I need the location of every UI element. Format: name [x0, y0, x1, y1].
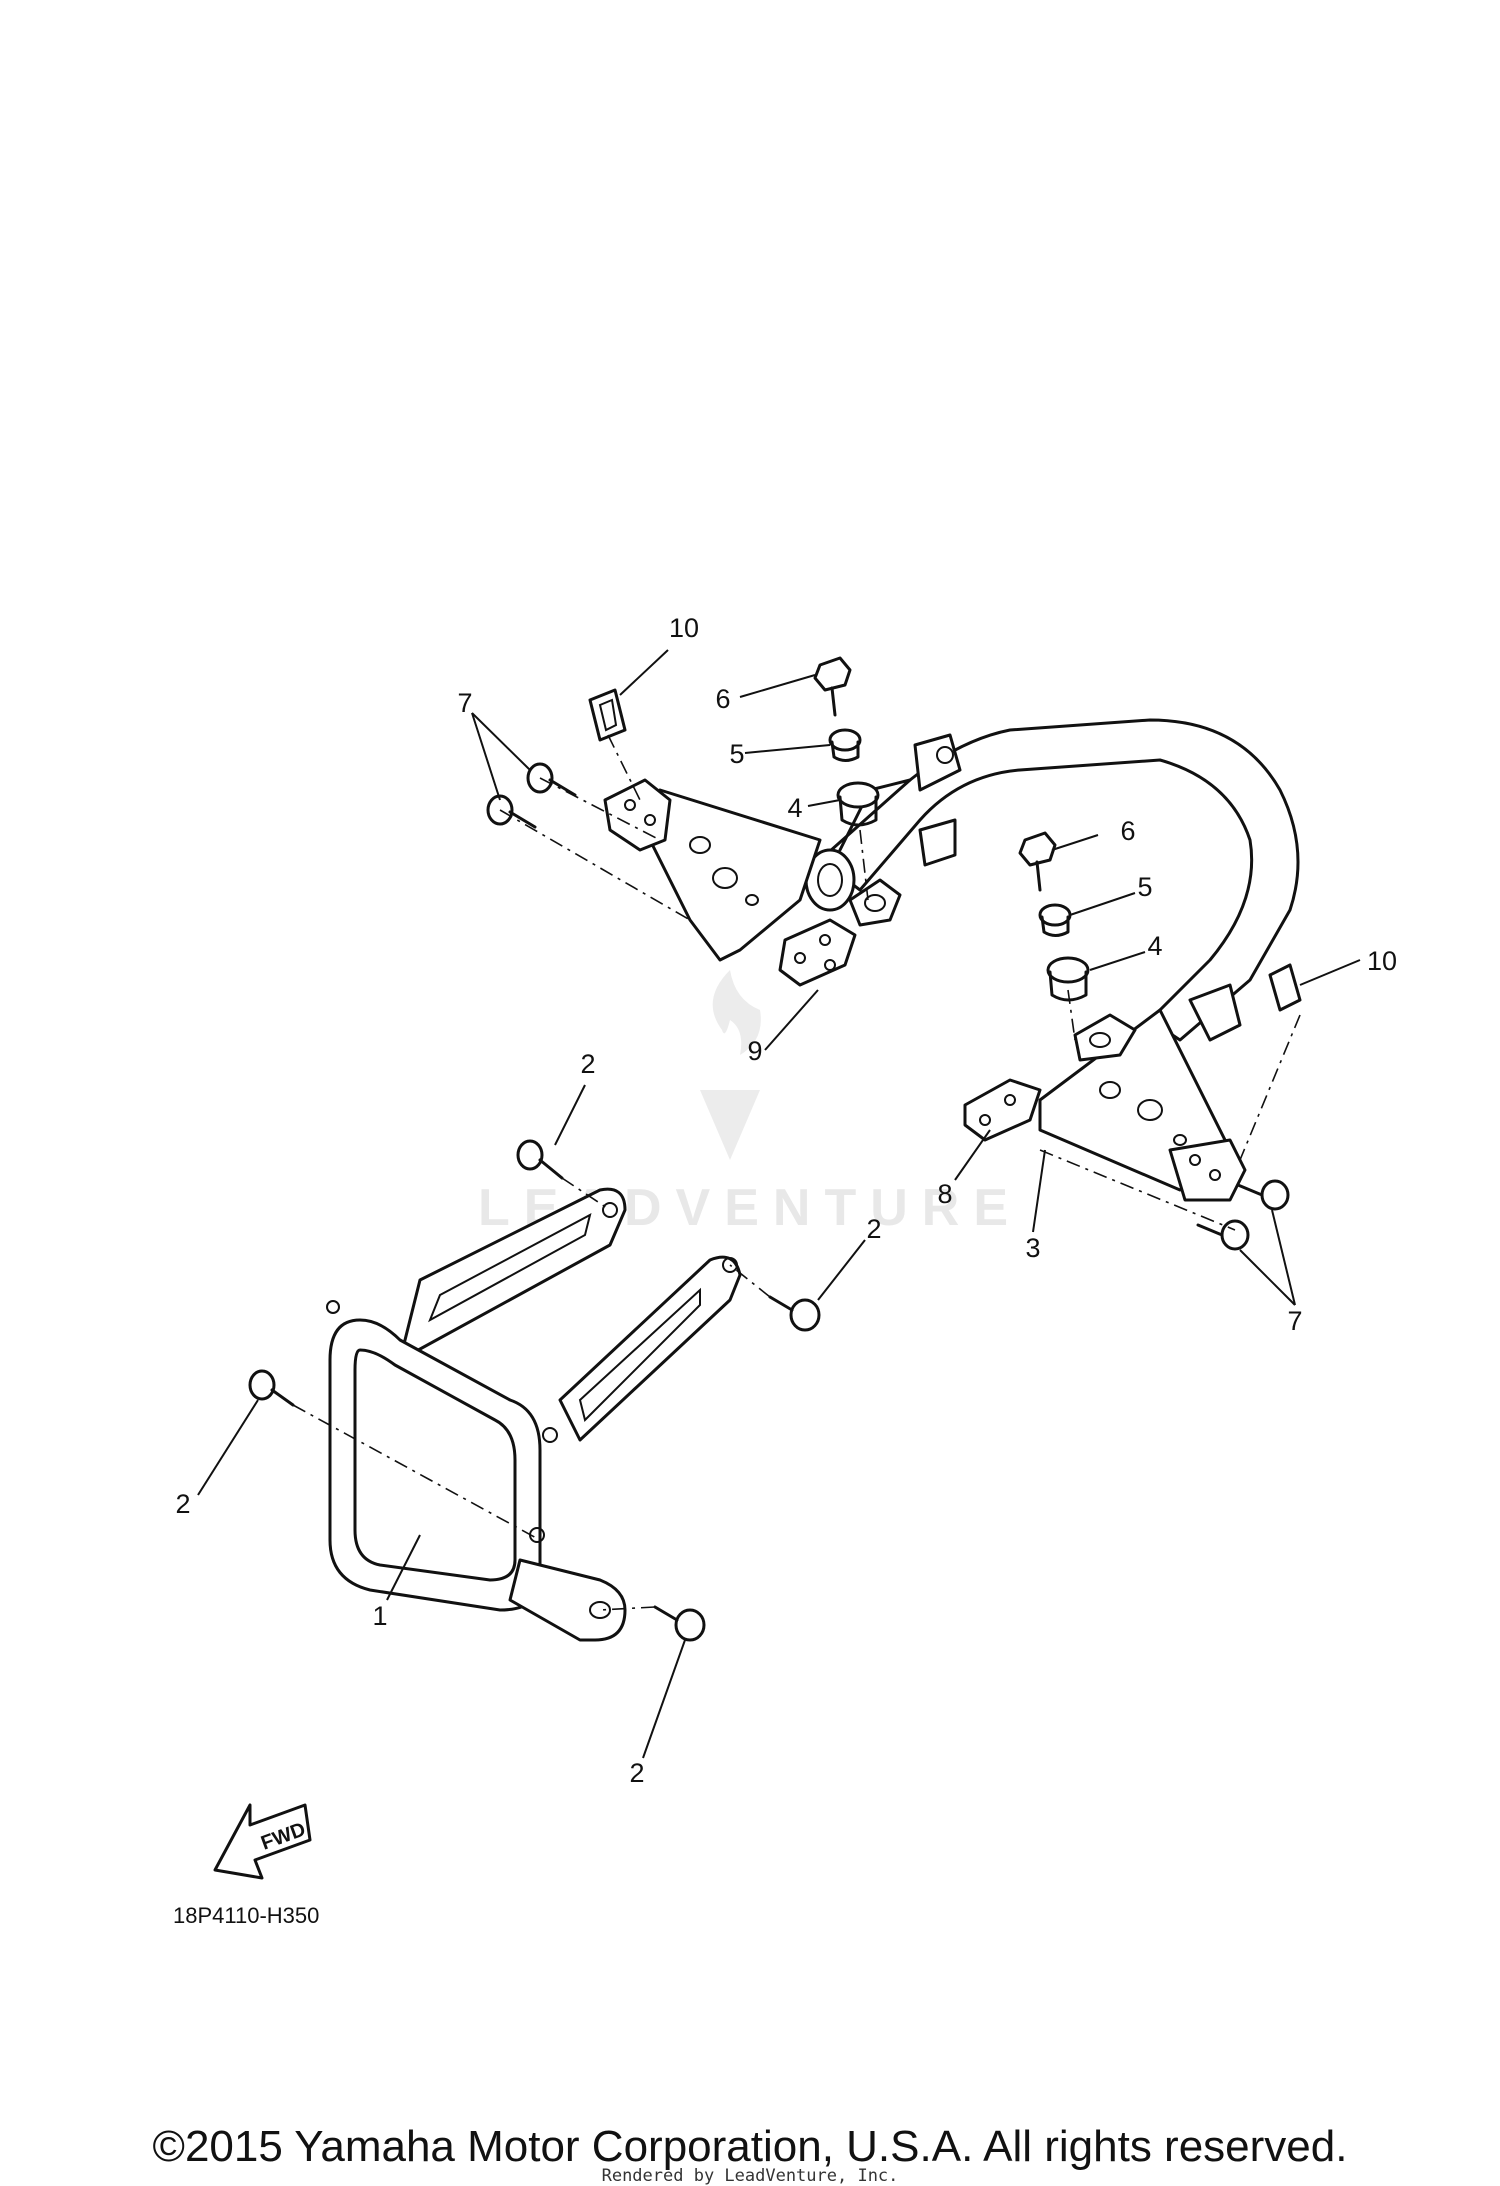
callout-2-left: 2: [175, 1489, 190, 1519]
callout-1: 1: [372, 1601, 387, 1631]
callout-9: 9: [747, 1036, 762, 1066]
plate-part-8: [963, 1078, 1042, 1142]
bolt-part-7-upper-b: [486, 794, 537, 829]
front-guard-part-1: [326, 1187, 742, 1642]
bolt-part-6-upper: [813, 656, 852, 717]
collar-part-5-right: [1038, 903, 1072, 937]
callout-7-lower: 7: [1287, 1306, 1302, 1336]
callouts: 10 6 5 4 7 6 5 4 10 9 2 8 3 2 7 2 1 2: [175, 613, 1397, 1788]
callout-7-upper: 7: [457, 688, 472, 718]
leader-lines: [197, 649, 1361, 1759]
callout-10-right: 10: [1367, 946, 1397, 976]
alignment-lines: [292, 734, 1301, 1611]
callout-8: 8: [937, 1179, 952, 1209]
bolt-part-2-left: [248, 1369, 295, 1407]
collar-part-5-upper: [828, 728, 862, 762]
callout-6-right: 6: [1120, 816, 1135, 846]
callout-6-upper: 6: [715, 684, 730, 714]
callout-2-top: 2: [580, 1049, 595, 1079]
grommet-part-4-right: [1046, 956, 1090, 1002]
fwd-arrow-icon: FWD: [213, 1803, 312, 1880]
callout-5-right: 5: [1137, 872, 1152, 902]
plate-part-9: [778, 918, 857, 987]
bolt-part-7-lower-a: [1236, 1179, 1290, 1211]
bolt-part-7-lower-b: [1196, 1219, 1250, 1251]
copyright-notice: ©2015 Yamaha Motor Corporation, U.S.A. A…: [152, 2122, 1348, 2171]
bolt-part-2-top: [516, 1139, 564, 1180]
clip-part-10-upper: [588, 688, 627, 742]
bolt-part-2-right: [768, 1295, 821, 1332]
grommet-part-4-upper: [836, 781, 880, 827]
callout-3: 3: [1025, 1233, 1040, 1263]
diagram-code: 18P4110-H350: [173, 1903, 319, 1928]
bolt-part-6-right: [1018, 831, 1057, 892]
callout-2-bottom: 2: [629, 1758, 644, 1788]
rear-bar-part-3: [603, 718, 1300, 1202]
bolt-part-7-upper-a: [526, 762, 577, 797]
callout-10-upper: 10: [669, 613, 699, 643]
bolt-part-2-bottom: [653, 1605, 706, 1642]
callout-2-right: 2: [866, 1214, 881, 1244]
callout-4-upper: 4: [787, 793, 802, 823]
clip-part-10-right: [1268, 963, 1302, 1012]
rendered-by-notice: Rendered by LeadVenture, Inc.: [601, 2166, 899, 2186]
callout-5-upper: 5: [729, 739, 744, 769]
callout-4-right: 4: [1147, 931, 1162, 961]
